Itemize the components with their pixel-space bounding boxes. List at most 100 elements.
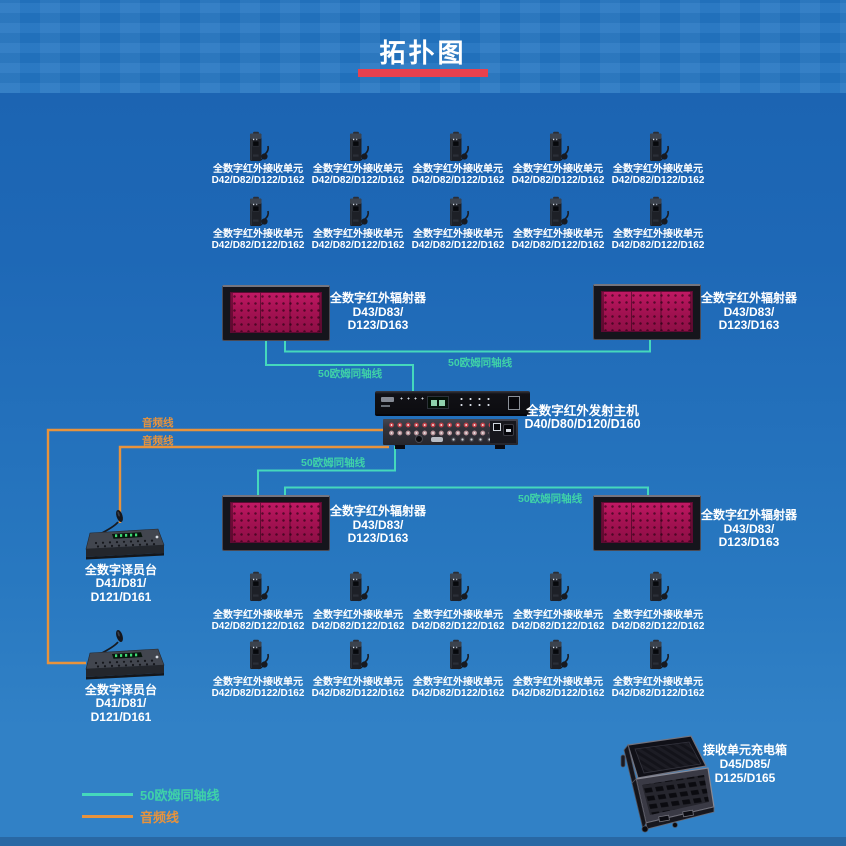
coax-legend-label: 50欧姆同轴线 [140,787,220,803]
interpreter-name: 全数字译员台 [84,563,157,577]
receiver-models: D42/D82/D122/D162 [511,240,605,251]
receiver-models: D42/D82/D122/D162 [311,240,405,251]
charging-case-models-1: D45/D85/ [719,756,771,771]
receiver-models: D42/D82/D122/D162 [611,240,705,251]
receiver-name: 全数字红外接收单元 [213,610,303,621]
receiver-name: 全数字红外接收单元 [613,610,703,621]
radiator-models-1: D43/D83/ [352,517,404,532]
receiver-bodypack-icon [650,571,669,602]
host-models: D40/D80/D120/D160 [524,416,641,431]
receiver-name: 全数字红外接收单元 [513,229,603,240]
receiver-bodypack-icon [350,571,369,602]
receiver-name: 全数字红外接收单元 [613,677,703,688]
page-title: 拓扑图 [379,38,467,68]
receiver-models: D42/D82/D122/D162 [411,175,505,186]
receiver-bodypack-icon [350,196,369,227]
charging-case-label: 接收单元充电箱 D45/D85/ D125/D165 [693,743,797,785]
radiator-models-1: D43/D83/ [352,304,404,319]
coax-cable-label-2: 50欧姆同轴线 [448,357,513,369]
receiver-name: 全数字红外接收单元 [313,164,403,175]
receiver-name: 全数字红外接收单元 [413,677,503,688]
receiver-models: D42/D82/D122/D162 [411,621,505,632]
audio-cable-label-6: 音频线 [142,435,174,447]
footer-strip [0,837,846,846]
receiver-bodypack-icon [550,131,569,162]
radiator-panel-4 [593,495,701,551]
receiver-name: 全数字红外接收单元 [413,164,503,175]
receiver-models: D42/D82/D122/D162 [211,175,305,186]
host-rca-jacks-row1 [389,422,505,428]
radiator-models-1: D43/D83/ [723,304,775,319]
receiver-name: 全数字红外接收单元 [513,610,603,621]
receiver-name: 全数字红外接收单元 [313,610,403,621]
host-buttons [457,396,495,410]
page-header: 拓扑图 [0,0,846,93]
receiver-name: 全数字红外接收单元 [413,229,503,240]
receiver-models: D42/D82/D122/D162 [411,240,505,251]
receiver-bodypack-icon [450,196,469,227]
radiator-name: 全数字红外辐射器 [330,504,427,518]
receiver-name: 全数字红外接收单元 [313,229,403,240]
receiver-models: D42/D82/D122/D162 [611,621,705,632]
receiver-bodypack-icon [450,131,469,162]
receiver-bodypack-icon [250,131,269,162]
receiver-models: D42/D82/D122/D162 [311,175,405,186]
interpreter-console-2 [82,623,167,685]
receiver-name: 全数字红外接收单元 [213,229,303,240]
radiator-name: 全数字红外辐射器 [330,291,427,305]
interpreter-models-1: D41/D81/ [95,576,147,591]
host-foot [395,445,405,449]
charging-case-name: 接收单元充电箱 [702,743,787,757]
host-name: 全数字红外发射主机 [526,404,639,418]
legend: 50欧姆同轴线 音频线 [82,783,219,827]
host-dsub-connector [431,437,443,442]
receiver-name: 全数字红外接收单元 [213,164,303,175]
receiver-bodypack-icon [350,639,369,670]
coax-cable-host-to-bottom-left-radiator [257,446,396,497]
coax-cable-label-4: 50欧姆同轴线 [518,493,583,505]
host-fan [415,435,423,443]
host-rear-panel [383,419,518,445]
receiver-models: D42/D82/D122/D162 [511,621,605,632]
interpreter-models-2: D121/D161 [90,589,152,604]
legend-row-audio: 音频线 [82,805,219,827]
receiver-bodypack-icon [550,571,569,602]
receiver-models: D42/D82/D122/D162 [211,688,305,699]
charging-case-models-2: D125/D165 [714,770,776,785]
receiver-bodypack-icon [350,131,369,162]
charging-case-icon [620,735,715,833]
receiver-name: 全数字红外接收单元 [413,610,503,621]
receiver-bodypack-icon [450,571,469,602]
radiator-panel-3 [222,495,330,551]
receiver-name: 全数字红外接收单元 [613,164,703,175]
receiver-bodypack-icon [650,639,669,670]
host-power-section [490,421,516,443]
coax-cable-label-1: 50欧姆同轴线 [318,368,383,380]
legend-row-coax: 50欧姆同轴线 [82,783,219,805]
interpreter-models-1: D41/D81/ [95,696,147,711]
coax-line-swatch [82,792,133,796]
radiator-models-2: D123/D163 [718,535,780,549]
receiver-bodypack-icon [250,571,269,602]
receiver-models: D42/D82/D122/D162 [211,240,305,251]
radiator-panel-1 [222,285,330,341]
